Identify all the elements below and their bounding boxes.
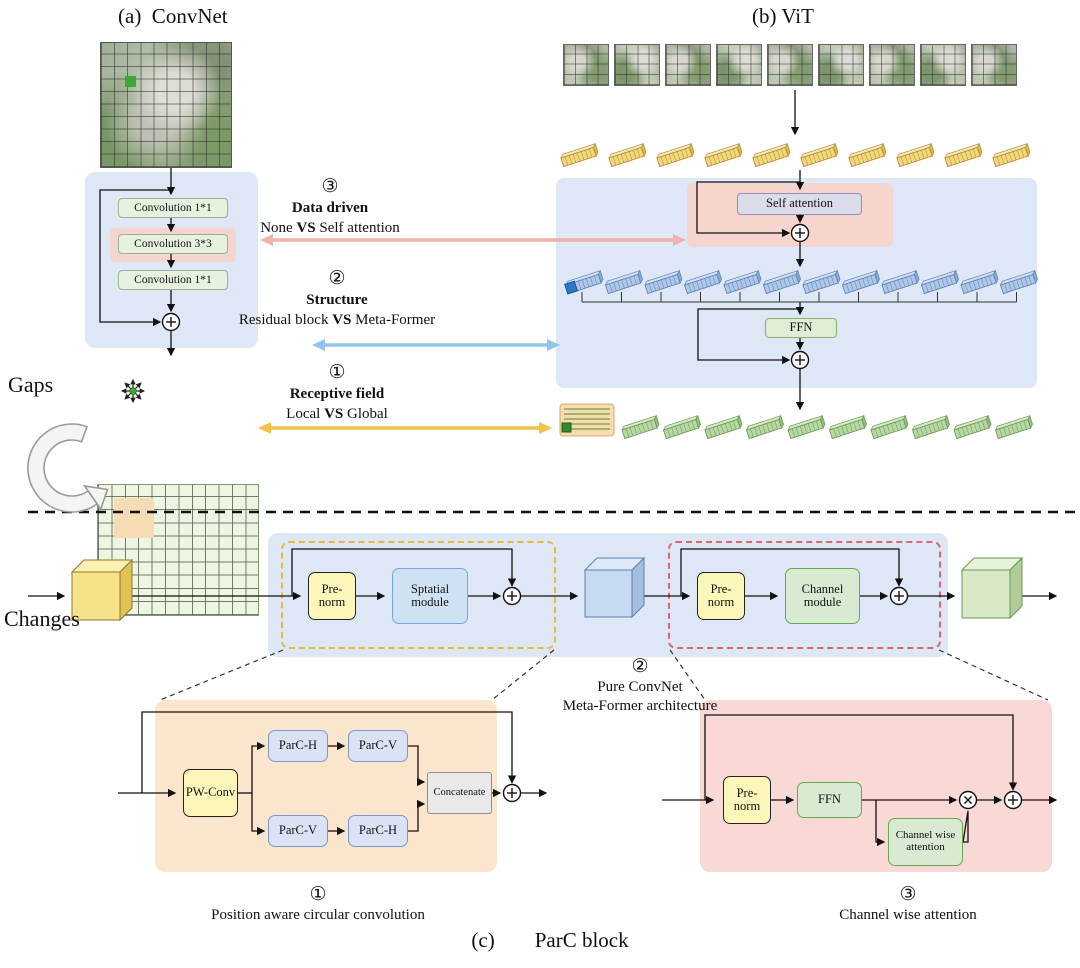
local-pixel-marker (125, 76, 136, 87)
caption-channel-attention: ③ Channel wise attention (758, 884, 1058, 925)
token (662, 414, 701, 440)
conv1x1-bottom-box: Convolution 1*1 (118, 270, 228, 290)
token (704, 142, 743, 168)
title-a: (a) ConvNet (118, 4, 228, 28)
annotation-structure: ② Structure Residual block VS Meta-Forme… (217, 268, 457, 330)
caption-c-label: ParC block (534, 928, 629, 952)
receptive-field-grid (97, 484, 259, 616)
global-receptive-box (559, 403, 615, 437)
token-row-yellow (560, 142, 1031, 168)
token (953, 414, 992, 440)
token (896, 142, 935, 168)
gaps-label: Gaps (8, 372, 54, 397)
gap-arrow-structure (312, 339, 560, 351)
channel-module-box: Channel module (785, 568, 860, 624)
token (870, 414, 909, 440)
local-receptive-star-icon (120, 378, 146, 404)
token (656, 142, 695, 168)
concatenate-box: Concatenate (427, 772, 492, 814)
caption-c-prefix: (c) (471, 928, 495, 952)
token (944, 142, 983, 168)
ffn-box: FFN (765, 318, 837, 338)
circled-2-bottom: ② (631, 656, 649, 677)
parc-h-bottom-box: ParC-H (348, 815, 408, 847)
token (560, 142, 599, 168)
token (608, 142, 647, 168)
image-patch (818, 44, 864, 86)
parc-h-top-box: ParC-H (268, 730, 328, 762)
token (745, 414, 784, 440)
spatial-module-box: Sptatial module (392, 568, 468, 624)
token (848, 142, 887, 168)
image-patch (563, 44, 609, 86)
pre-norm-box-2: Pre-norm (697, 572, 745, 620)
green-feature-cube (960, 556, 1024, 620)
koala-input-image (100, 42, 232, 168)
ffn-detail-box: FFN (797, 782, 862, 818)
token (994, 414, 1033, 440)
token-row-green (621, 414, 1033, 440)
token (621, 414, 660, 440)
self-attention-box: Self attention (737, 193, 862, 215)
token (911, 414, 950, 440)
circled-3: ③ (321, 176, 339, 197)
image-patch (869, 44, 915, 86)
pre-norm-box-3: Pre-norm (723, 776, 771, 824)
annotation-receptive-field: ① Receptive field Local VS Global (217, 362, 457, 424)
image-patch (716, 44, 762, 86)
image-patch (767, 44, 813, 86)
caption-circular-convolution: ① Position aware circular convolution (168, 884, 468, 925)
gaps-to-changes-arrow (27, 423, 109, 513)
token (787, 414, 826, 440)
token (752, 142, 791, 168)
parc-v-top-box: ParC-V (348, 730, 408, 762)
parc-v-bottom-box: ParC-V (268, 815, 328, 847)
patch-row (563, 44, 1023, 88)
token (992, 142, 1031, 168)
annotation-meta-former: ② Pure ConvNet Meta-Former architecture (525, 656, 755, 716)
image-patch (665, 44, 711, 86)
token (828, 414, 867, 440)
circled-3-bottom: ③ (899, 884, 917, 905)
caption-c: (c) ParC block (380, 928, 720, 953)
pre-norm-box-1: Pre-norm (308, 572, 356, 620)
channel-wise-attention-box: Channel wise attention (888, 818, 963, 866)
annotation-data-driven: ③ Data driven None VS Self attention (210, 176, 450, 238)
title-b: (b) ViT (752, 4, 814, 28)
circled-2: ② (328, 268, 346, 289)
local-receptive-cell (114, 498, 154, 538)
image-patch (920, 44, 966, 86)
circled-1: ① (328, 362, 346, 383)
pw-conv-box: PW-Conv (183, 769, 238, 817)
changes-label: Changes (4, 606, 80, 631)
token (800, 142, 839, 168)
add-icon (502, 783, 522, 803)
image-patch (614, 44, 660, 86)
channel-dashed-outline (668, 541, 941, 649)
circled-1-bottom: ① (309, 884, 327, 905)
image-patch (971, 44, 1017, 86)
token (704, 414, 743, 440)
spatial-dashed-outline (281, 541, 556, 649)
